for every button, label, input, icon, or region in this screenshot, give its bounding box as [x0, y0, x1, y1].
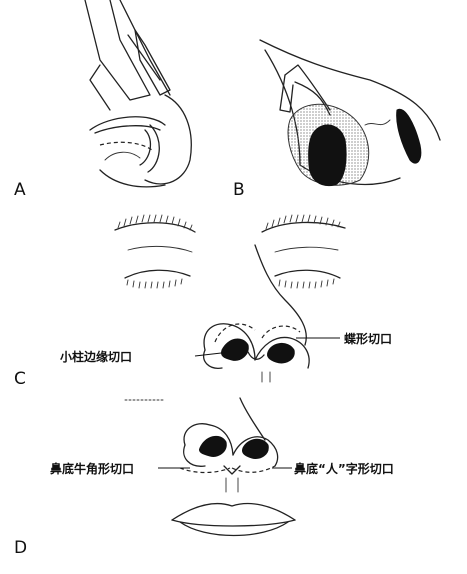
panel-d-illustration: [124, 397, 296, 537]
panel-a-label: A: [14, 180, 26, 200]
panel-c-illustration: [114, 214, 346, 383]
callout-columella-rim: 小柱边缘切口: [60, 349, 132, 364]
leader-columella-rim: [194, 351, 231, 357]
panel-d-label: D: [14, 538, 27, 558]
panel-c-label: C: [14, 369, 26, 389]
panel-b-label: B: [233, 180, 245, 200]
callout-butterfly: 蝶形切口: [344, 331, 392, 346]
panel-b-illustration: [259, 39, 441, 187]
callout-nasal-floor-ren: 鼻底“人”字形切口: [294, 461, 394, 476]
callout-nasal-floor-horn: 鼻底牛角形切口: [50, 461, 134, 476]
panel-a-illustration: [84, 0, 192, 188]
